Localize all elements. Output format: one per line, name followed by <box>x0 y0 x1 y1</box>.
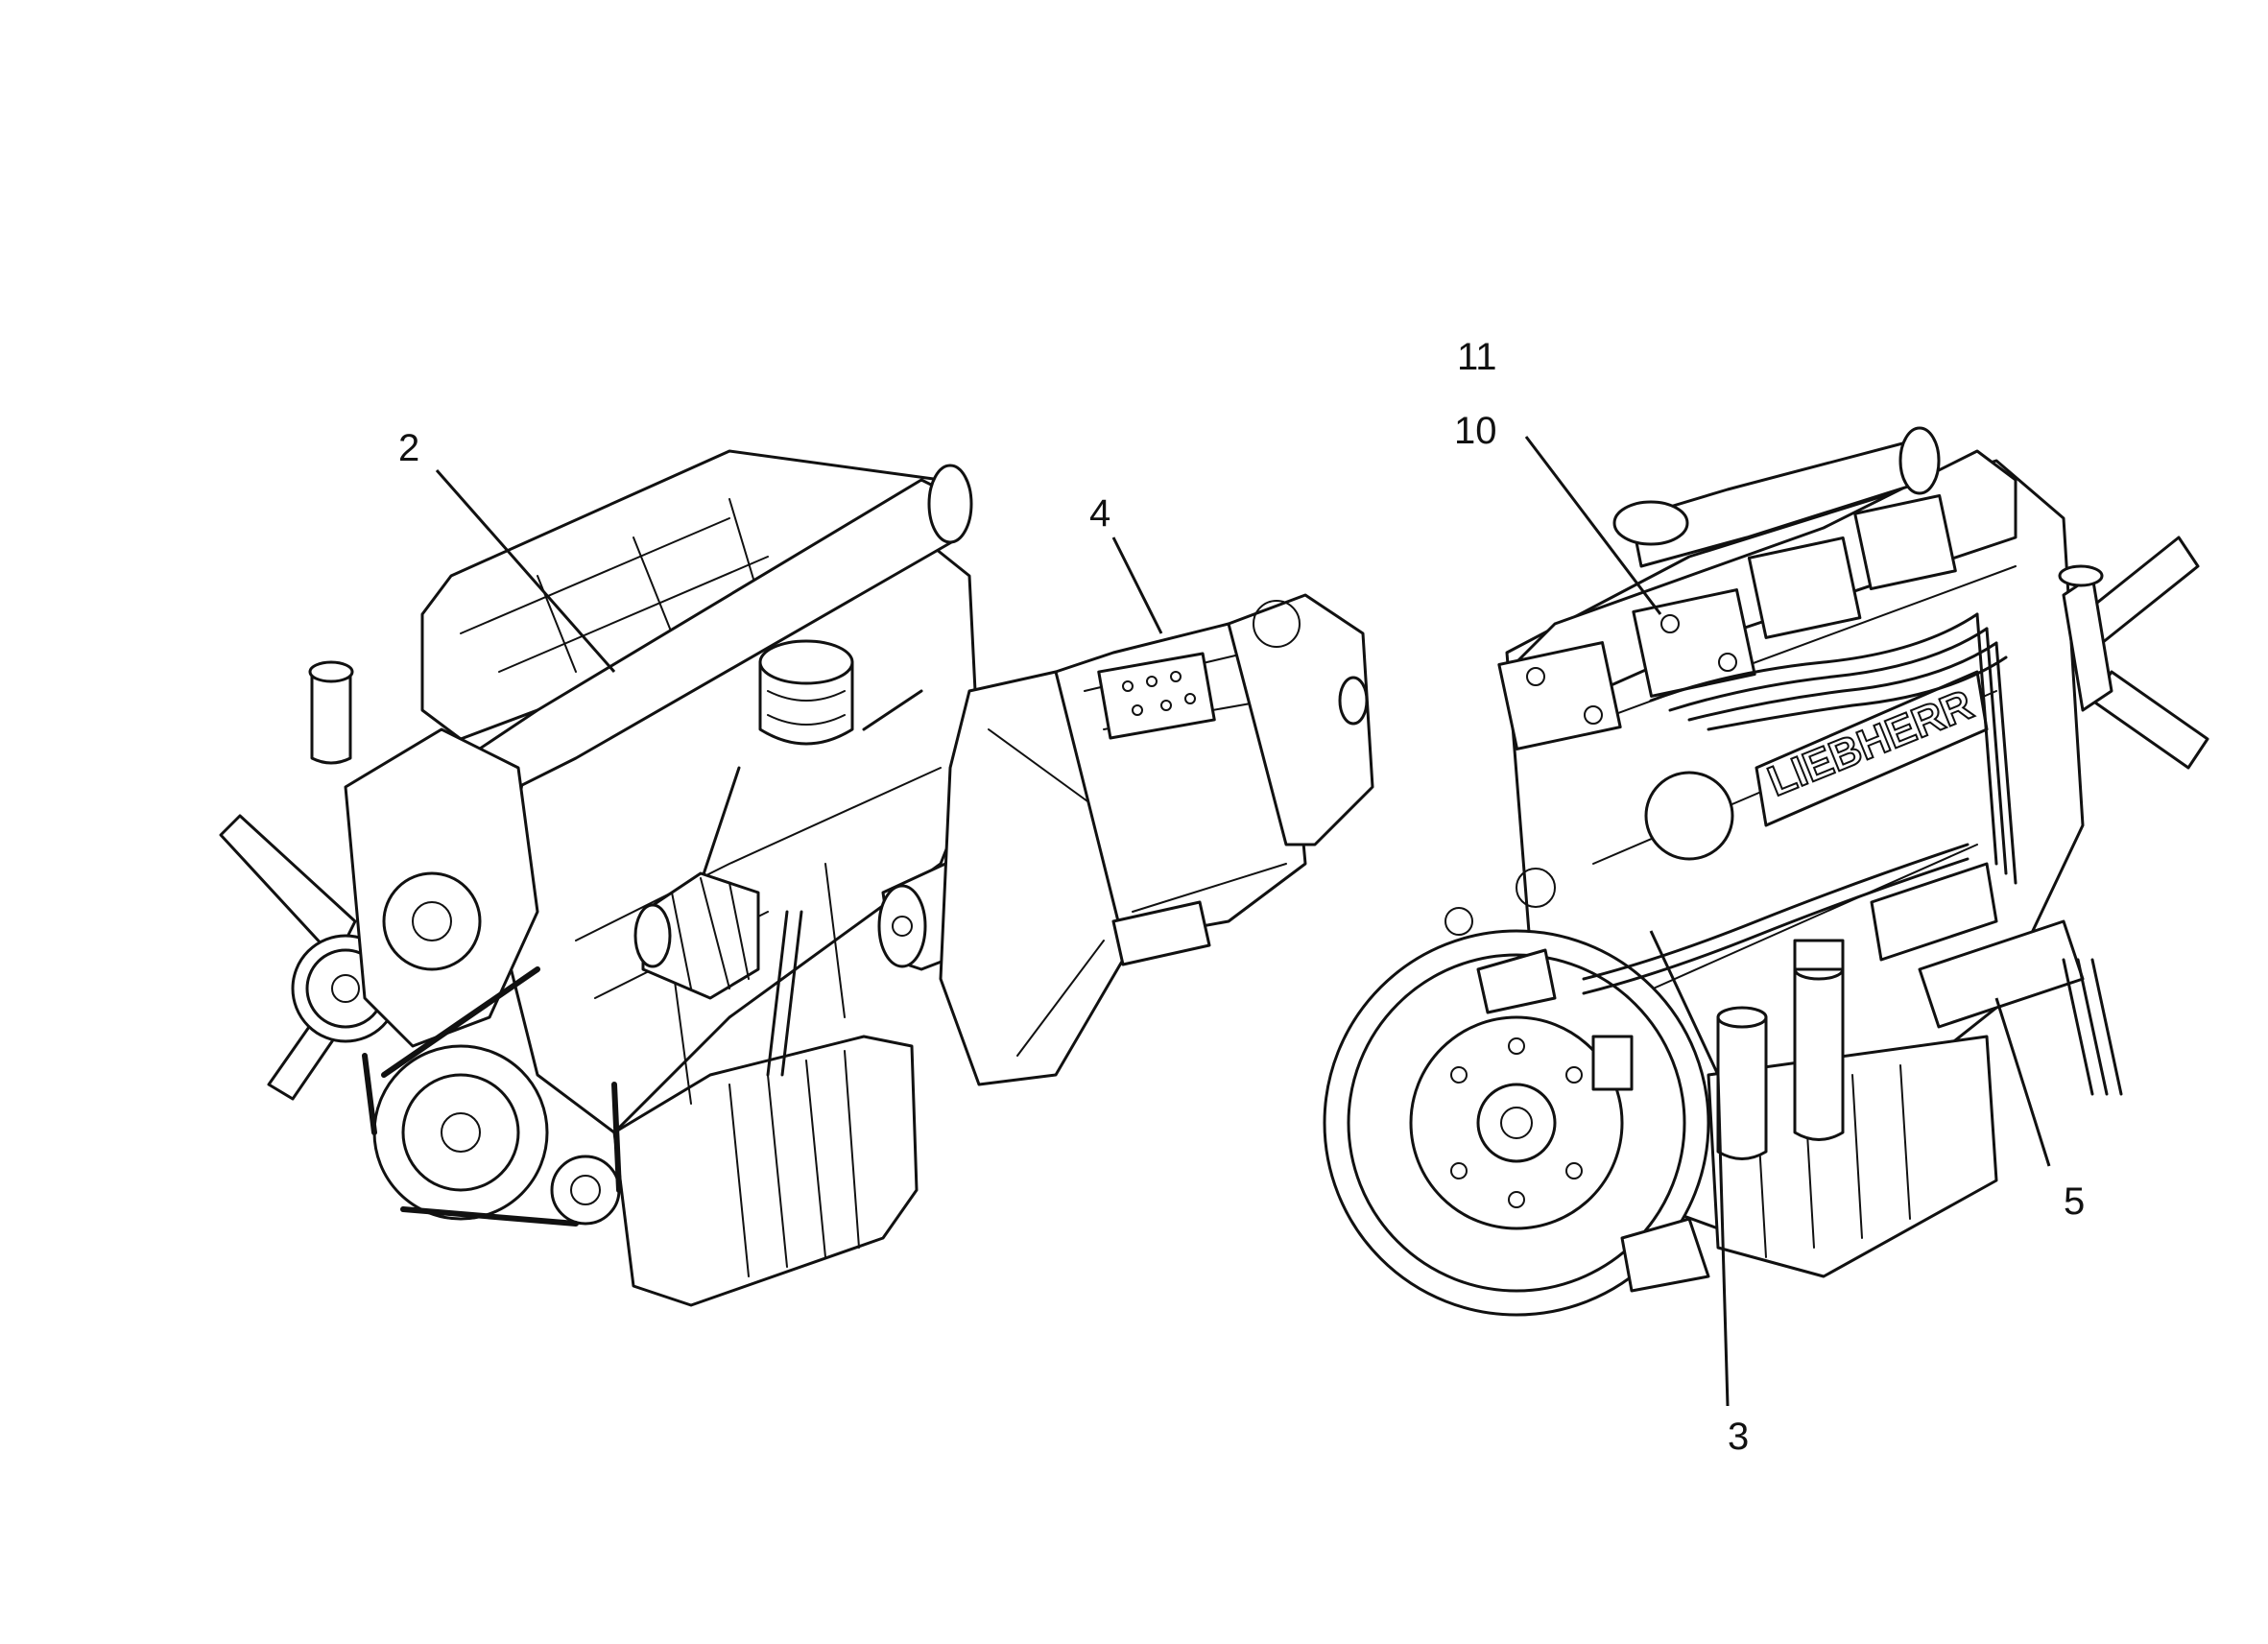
callout-2: 2 <box>398 427 419 469</box>
callout-5: 5 <box>2064 1180 2085 1223</box>
left-engine-drawing <box>219 449 1374 1307</box>
leader-lines <box>435 436 2051 1407</box>
leader-line-3 <box>1716 1074 1730 1407</box>
leader-line-4 <box>1111 536 1163 634</box>
callout-3: 3 <box>1728 1416 1749 1458</box>
callout-10: 10 <box>1454 410 1497 452</box>
leader-line-3b <box>1649 930 1720 1076</box>
callout-4: 4 <box>1089 492 1110 535</box>
leader-line-10 <box>1524 436 1662 615</box>
leader-line-2 <box>435 469 616 673</box>
callout-11: 11 <box>1457 336 1497 378</box>
callouts: 2 4 11 10 5 3 <box>398 336 2085 1458</box>
leader-line-5 <box>1994 997 2051 1167</box>
right-engine-drawing: LIEBHERR <box>1323 426 2209 1317</box>
